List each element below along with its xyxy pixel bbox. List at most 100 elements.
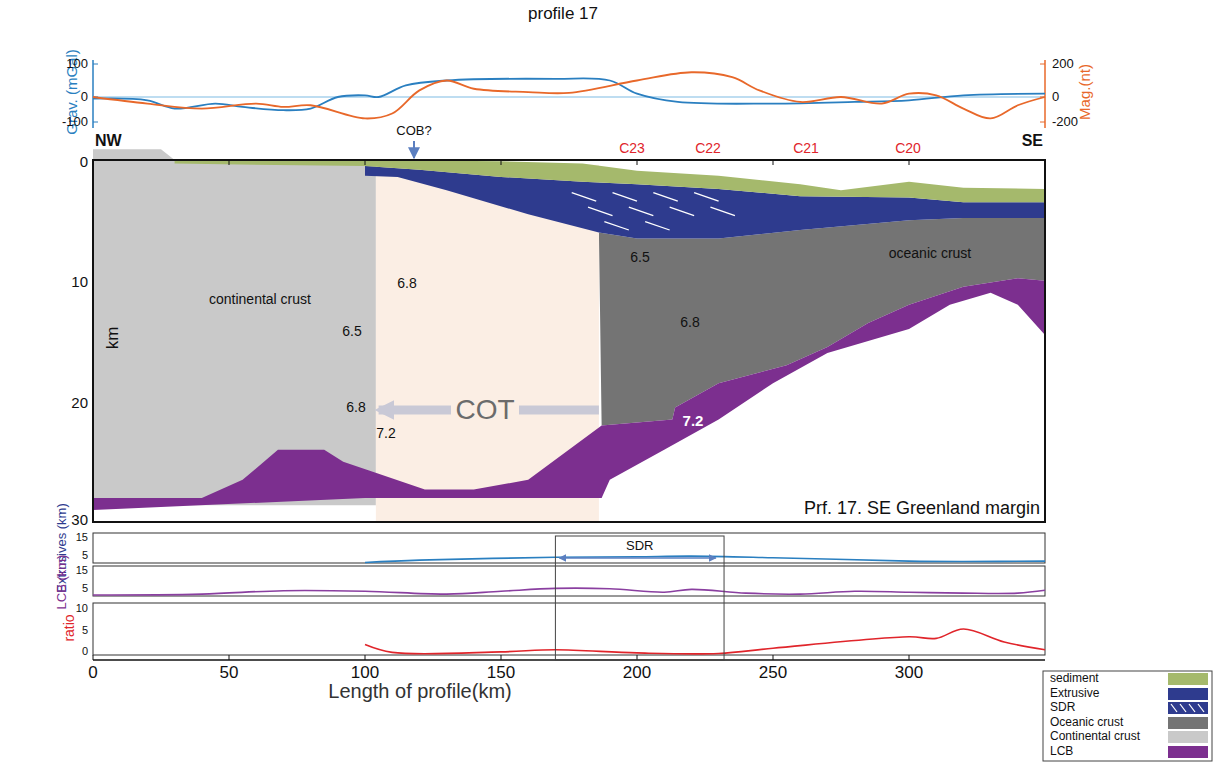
- legend-swatch: [1168, 717, 1208, 729]
- legend-text: Continental crust: [1050, 730, 1140, 743]
- legend-text: Extrusive: [1050, 687, 1099, 700]
- x-tick: 200: [623, 664, 651, 683]
- velocity-label: 7.2: [683, 413, 704, 430]
- tick: [365, 655, 366, 660]
- axis-title: ratio: [62, 614, 77, 641]
- legend-frame: [1043, 671, 1212, 761]
- panel-frame: [93, 603, 1045, 655]
- axis-title: km: [104, 327, 123, 350]
- profile-caption: Prf. 17. SE Greenland margin: [804, 499, 1040, 519]
- legend-swatch: [1168, 731, 1208, 743]
- chron-label: C23: [619, 141, 645, 156]
- cob-label: COB?: [396, 124, 431, 138]
- velocity-label: 6.5: [342, 324, 361, 339]
- depth-tick: 20: [71, 395, 88, 412]
- tick-label: 15: [76, 531, 88, 543]
- direction-label: NW: [95, 132, 122, 150]
- sdr-swatch: [1168, 702, 1208, 714]
- tick-label: 5: [82, 624, 88, 636]
- tick-label: -100: [62, 115, 88, 129]
- axis-title: LCB (km): [55, 555, 69, 610]
- x-tick: 150: [487, 664, 515, 683]
- tick: [909, 160, 910, 165]
- ratio-curve: [365, 629, 1045, 654]
- tick: [1040, 122, 1045, 123]
- tick-label: 15: [76, 564, 88, 576]
- x-tick: 0: [88, 664, 97, 683]
- tick: [93, 64, 98, 65]
- x-tick: 300: [895, 664, 923, 683]
- tick: [365, 160, 366, 165]
- sdr-label: SDR: [626, 539, 653, 553]
- x-tick: 250: [759, 664, 787, 683]
- tick: [773, 655, 774, 660]
- tick-label: 0: [82, 645, 88, 657]
- velocity-label: 7.2: [376, 426, 395, 441]
- cob-arrow: [413, 141, 415, 158]
- region-label: continental crust: [209, 292, 311, 307]
- legend-swatch: [1168, 688, 1208, 700]
- magnetic-curve: [93, 72, 1045, 118]
- tick: [229, 160, 230, 165]
- chron-label: C20: [895, 141, 921, 156]
- sdr-reflector: [645, 222, 669, 230]
- tick: [93, 655, 94, 660]
- oceanic-crust: [599, 218, 1045, 426]
- legend-text: sediment: [1050, 672, 1099, 685]
- direction-label: SE: [1022, 132, 1043, 150]
- tick-label: 0: [81, 90, 88, 104]
- x-tick: 100: [351, 664, 379, 683]
- x-tick: 50: [220, 664, 239, 683]
- velocity-label: 6.8: [680, 315, 699, 330]
- tick: [909, 655, 910, 660]
- depth-tick: 0: [80, 154, 88, 171]
- tick: [501, 655, 502, 660]
- panel-frame: [93, 533, 1045, 563]
- tick: [93, 122, 98, 123]
- tick: [229, 655, 230, 660]
- chart-title: profile 17: [528, 5, 598, 24]
- tick: [1040, 64, 1045, 65]
- velocity-label: 6.8: [346, 400, 365, 415]
- tick: [501, 160, 502, 165]
- legend-swatch: [1168, 673, 1208, 685]
- legend-text: SDR: [1050, 701, 1075, 714]
- sediment-layer: [175, 160, 1045, 202]
- chron-label: C21: [793, 141, 819, 156]
- axis-title: Length of profile(km): [328, 680, 511, 702]
- legend-swatch: [1168, 746, 1208, 758]
- sdr-reflector: [604, 222, 628, 230]
- sdr-reflector: [694, 193, 718, 201]
- extrusive-curve: [365, 556, 1045, 562]
- region-label: oceanic crust: [889, 246, 971, 261]
- sdr-reflector: [653, 193, 677, 201]
- tick-label: 10: [76, 602, 88, 614]
- tick-label: 5: [82, 582, 88, 594]
- section-frame: [93, 160, 1045, 522]
- lcb-curve: [93, 588, 1045, 595]
- tick-label: 5: [82, 549, 88, 561]
- velocity-label: 6.5: [630, 250, 649, 265]
- axis-title: Mag.(nt): [1077, 64, 1094, 120]
- chron-label: C22: [695, 141, 721, 156]
- tick: [93, 160, 94, 165]
- tick: [637, 655, 638, 660]
- tick: [773, 160, 774, 165]
- grav-axis: [92, 60, 94, 128]
- legend-text: LCB: [1050, 745, 1073, 758]
- legend-text: Oceanic crust: [1050, 716, 1123, 729]
- continental-crust: [93, 149, 376, 505]
- sdr-reflector: [629, 207, 653, 215]
- tick-label: 0: [1052, 90, 1059, 104]
- sdr-reflector: [670, 207, 694, 215]
- lcb-layer: [93, 278, 1045, 510]
- depth-tick: 30: [71, 512, 88, 529]
- sdr-reflector: [588, 207, 612, 215]
- tick-label: 100: [66, 57, 88, 71]
- depth-tick: 10: [71, 274, 88, 291]
- tick: [637, 160, 638, 165]
- velocity-label: 6.8: [397, 276, 416, 291]
- sdr-reflector: [613, 193, 637, 201]
- cot-label: COT: [451, 395, 518, 426]
